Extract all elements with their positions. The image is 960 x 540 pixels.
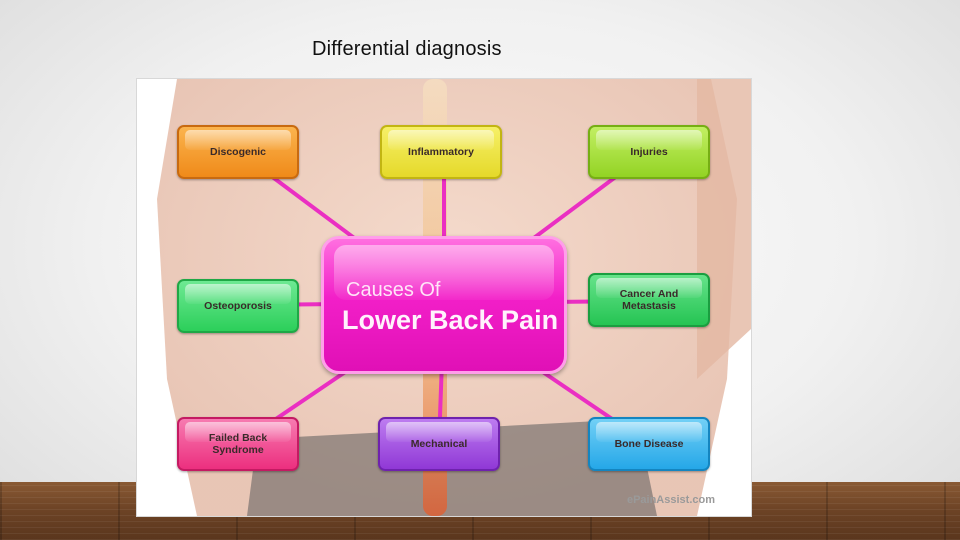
node-label: Bone Disease — [614, 438, 684, 450]
central-node-line1: Causes Of — [346, 279, 441, 301]
node-label: Mechanical — [410, 438, 468, 450]
node-label: Inflammatory — [408, 146, 474, 158]
node-cancer-and-metastasis: Cancer And Metastasis — [588, 273, 710, 327]
node-label: Cancer And Metastasis — [619, 288, 679, 312]
node-inflammatory: Inflammatory — [380, 125, 502, 179]
node-bone-disease: Bone Disease — [588, 417, 710, 471]
node-label: Failed Back Syndrome — [208, 432, 268, 456]
diagram-figure: Discogenic Inflammatory Injuries Osteopo… — [136, 78, 752, 517]
central-node: Causes Of Lower Back Pain — [321, 236, 567, 374]
central-node-line2: Lower Back Pain — [342, 305, 559, 335]
node-injuries: Injuries — [588, 125, 710, 179]
node-osteoporosis: Osteoporosis — [177, 279, 299, 333]
arm-shape — [697, 79, 751, 379]
node-discogenic: Discogenic — [177, 125, 299, 179]
node-mechanical: Mechanical — [378, 417, 500, 471]
node-label: Osteoporosis — [204, 300, 272, 312]
image-credit: ePainAssist.com — [626, 494, 715, 506]
node-failed-back-syndrome: Failed Back Syndrome — [177, 417, 299, 471]
node-label: Discogenic — [209, 146, 267, 158]
slide-title: Differential diagnosis — [312, 38, 502, 60]
node-label: Injuries — [630, 146, 668, 158]
